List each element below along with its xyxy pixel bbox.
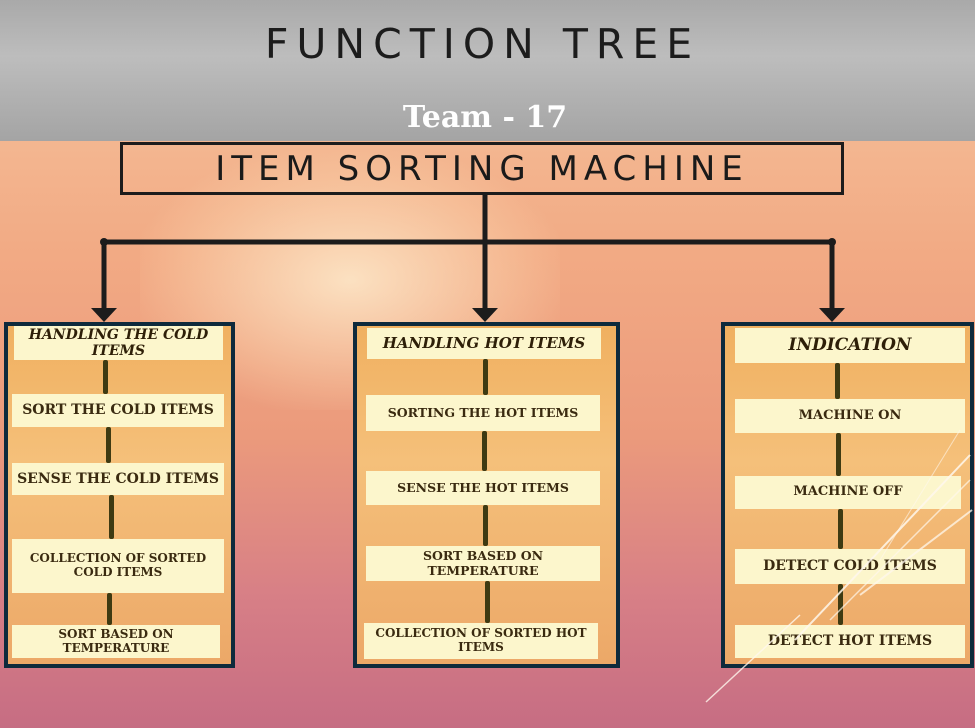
column-indication: INDICATION MACHINE ON MACHINE OFF DETECT…: [721, 322, 974, 668]
connector: [107, 593, 112, 625]
connector: [106, 427, 111, 463]
indication-item-3: DETECT COLD ITEMS: [735, 549, 965, 584]
connector: [109, 495, 114, 539]
column-cold-items: HANDLING THE COLD ITEMS SORT THE COLD IT…: [4, 322, 235, 668]
connector: [103, 360, 108, 394]
root-node: ITEM SORTING MACHINE: [120, 142, 844, 195]
connector: [835, 363, 840, 399]
indication-item-2: MACHINE OFF: [735, 476, 961, 509]
connector: [838, 509, 843, 549]
hot-item-3: SORT BASED ON TEMPERATURE: [366, 546, 600, 581]
arrowhead-middle: [472, 308, 498, 322]
connector: [838, 584, 843, 625]
indication-item-4: DETECT HOT ITEMS: [735, 625, 965, 658]
connector: [482, 431, 487, 471]
connector: [836, 433, 841, 476]
cold-item-2: SENSE THE COLD ITEMS: [12, 463, 224, 495]
page-title: FUNCTION TREE: [264, 20, 701, 68]
connector: [485, 581, 490, 623]
hot-item-1: SORTING THE HOT ITEMS: [366, 395, 600, 431]
title-banner: FUNCTION TREE Team - 17: [0, 0, 975, 141]
arrowhead-right: [819, 308, 845, 322]
hot-item-4: COLLECTION OF SORTED HOT ITEMS: [364, 623, 598, 659]
column-heading-hot: HANDLING HOT ITEMS: [367, 328, 601, 359]
column-heading-indication: INDICATION: [735, 328, 965, 363]
cold-item-1: SORT THE COLD ITEMS: [12, 394, 224, 427]
column-heading-cold: HANDLING THE COLD ITEMS: [14, 326, 223, 360]
column-hot-items: HANDLING HOT ITEMS SORTING THE HOT ITEMS…: [353, 322, 620, 668]
cold-item-3: COLLECTION OF SORTED COLD ITEMS: [12, 539, 224, 593]
team-label: Team - 17: [402, 100, 568, 135]
indication-item-1: MACHINE ON: [735, 399, 965, 433]
connector: [483, 505, 488, 546]
connector: [483, 359, 488, 395]
hot-item-2: SENSE THE HOT ITEMS: [366, 471, 600, 505]
cold-item-4: SORT BASED ON TEMPERATURE: [12, 625, 220, 658]
arrowhead-left: [91, 308, 117, 322]
